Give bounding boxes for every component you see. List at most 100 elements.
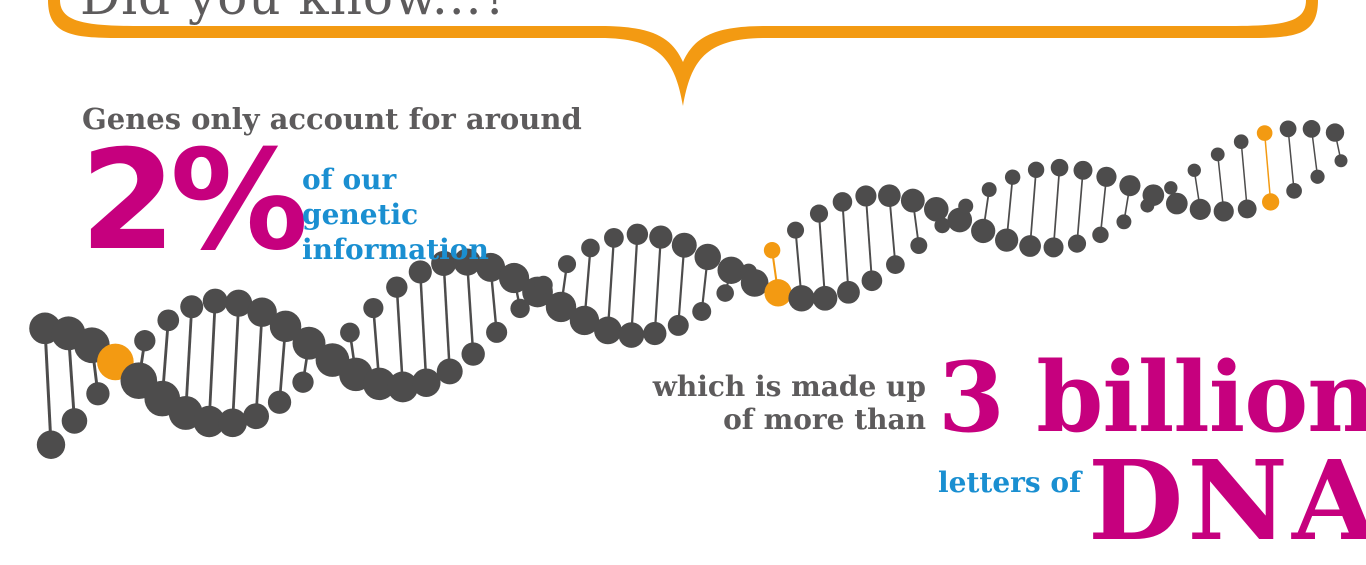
- helix-node: [1164, 181, 1178, 195]
- helix-node: [486, 321, 508, 343]
- helix-node: [1213, 201, 1234, 222]
- helix-node: [618, 322, 645, 348]
- billion-value: 3 billion: [938, 341, 1366, 454]
- helix-rung: [817, 213, 827, 299]
- helix-node: [1092, 226, 1109, 244]
- helix-node: [832, 192, 853, 212]
- helix-node: [947, 207, 973, 233]
- helix-node: [581, 238, 600, 258]
- helix-rung: [677, 245, 686, 326]
- helix-node: [1073, 160, 1093, 180]
- helix-rung: [419, 271, 428, 383]
- helix-rung: [888, 195, 897, 265]
- caption-line: of our: [302, 163, 397, 196]
- helix-node: [995, 228, 1019, 252]
- helix-node: [461, 342, 485, 366]
- helix-node: [692, 302, 712, 322]
- helix-rung: [231, 303, 241, 423]
- helix-node: [1334, 154, 1348, 168]
- helix-node: [476, 252, 506, 282]
- helix-node: [667, 314, 689, 336]
- helix-rung: [1052, 167, 1061, 248]
- helix-node: [886, 255, 905, 274]
- helix-node: [900, 188, 925, 213]
- helix-node: [557, 255, 577, 274]
- letters-of-text: letters of: [938, 466, 1082, 499]
- helix-node: [1067, 234, 1087, 253]
- helix-node: [569, 305, 600, 336]
- helix-node: [387, 371, 419, 403]
- helix-node: [292, 326, 326, 360]
- helix-rung: [630, 234, 639, 336]
- helix-node: [363, 297, 384, 319]
- made-up-text: which is made up of more than: [653, 370, 926, 436]
- helix-node: [1233, 134, 1249, 150]
- helix-rung: [465, 262, 475, 355]
- made-up-line: which is made up: [652, 370, 926, 403]
- helix-node: [1050, 158, 1069, 177]
- helix-node: [436, 358, 463, 385]
- percent-value: 2%: [80, 120, 308, 281]
- helix-rung: [43, 328, 53, 445]
- helix-rung: [442, 263, 451, 372]
- helix-node: [716, 284, 734, 302]
- helix-node: [604, 227, 624, 248]
- percent-caption: of our genetic information: [302, 162, 489, 267]
- helix-node: [134, 330, 156, 352]
- helix-node: [923, 196, 949, 222]
- helix-node: [594, 316, 622, 345]
- helix-node: [412, 368, 441, 397]
- helix-node: [1237, 199, 1257, 219]
- helix-node: [61, 408, 88, 434]
- caption-line: information: [302, 233, 489, 266]
- helix-node: [671, 232, 697, 258]
- dna-word: DNA: [1088, 436, 1366, 565]
- helix-node: [1142, 184, 1165, 206]
- helix-node: [861, 270, 883, 292]
- helix-node: [340, 322, 360, 343]
- helix-node: [1325, 123, 1345, 142]
- helix-node: [1286, 183, 1302, 199]
- helix-node: [1116, 214, 1132, 230]
- helix-node: [193, 405, 225, 438]
- helix-node: [267, 390, 292, 414]
- made-up-line: of more than: [723, 403, 926, 436]
- helix-node: [292, 371, 314, 393]
- helix-node: [837, 280, 860, 304]
- helix-node: [1189, 198, 1211, 220]
- helix-node: [408, 260, 432, 284]
- helix-node: [971, 218, 996, 244]
- helix-node: [1027, 161, 1045, 178]
- helix-node: [694, 243, 721, 271]
- helix-node: [764, 279, 792, 307]
- helix-node: [86, 382, 110, 406]
- helix-node: [855, 185, 877, 207]
- helix-node: [363, 367, 396, 401]
- helix-node: [788, 285, 815, 312]
- headline: Did you know...?: [80, 0, 510, 26]
- helix-rung: [254, 312, 264, 417]
- helix-node: [545, 291, 577, 323]
- helix-node: [878, 184, 901, 208]
- helix-rung: [1287, 128, 1295, 191]
- helix-node: [157, 309, 180, 332]
- helix-rung: [207, 300, 217, 422]
- helix-node: [1096, 166, 1117, 187]
- helix-node: [643, 321, 667, 346]
- helix-node: [534, 275, 553, 295]
- helix-rung: [606, 237, 616, 331]
- helix-node: [763, 241, 781, 259]
- helix-rung: [1263, 132, 1272, 202]
- helix-rung: [841, 201, 850, 293]
- helix-rung: [184, 306, 194, 414]
- helix-node: [981, 182, 997, 198]
- helix-rung: [395, 287, 405, 387]
- helix-node: [180, 295, 204, 319]
- helix-node: [453, 248, 481, 276]
- helix-node: [740, 269, 769, 297]
- helix-node: [1210, 147, 1225, 162]
- helix-node: [36, 430, 66, 459]
- helix-node: [1310, 169, 1325, 184]
- helix-node: [269, 310, 302, 343]
- genes-intro-text: Genes only account for around: [82, 102, 582, 136]
